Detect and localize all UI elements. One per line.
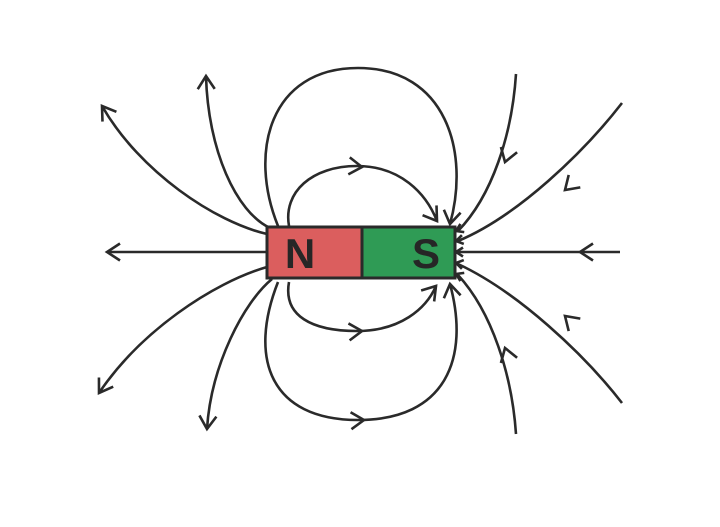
arrowhead-left-down-tip [198,414,218,432]
field-loop-top-outer [264,66,458,227]
field-line-right-upper-diagonal [457,102,624,243]
magnet-south-label: S [412,230,440,277]
arrowhead-top-inner-apex [347,156,365,176]
arrowhead-right-lower-diagonal-mid [563,314,581,332]
magnet-south-pole [360,225,457,280]
field-line-left-up [204,75,271,230]
arrowhead-bottom-outer-apex [349,411,367,431]
arrowhead-left-horizontal-tip [104,242,121,262]
magnet-north-label: N [285,230,315,277]
arrowhead-right-upper-diagonal-mid [563,174,581,192]
arrowhead-left-up-left-tip [100,104,117,122]
arrowhead-right-from-bottom-mid [499,345,518,364]
field-line-left-up-left [100,105,268,236]
field-loop-bottom-inner [286,281,438,333]
arrowhead-left-down-left-tip [97,377,114,395]
field-line-left-down [205,277,273,430]
field-line-right-from-top [457,73,518,232]
arrowhead-bottom-outer-end [442,281,462,299]
arrowhead-right-horizontal-mid [577,242,594,262]
arrowhead-top-inner-end [422,205,439,223]
field-line-right-lower-diagonal [457,262,624,404]
arrowhead-bottom-inner-apex [347,322,365,342]
magnet-north-pole [265,225,364,280]
arrowhead-top-outer-end [442,209,462,227]
field-loop-bottom-outer [264,281,458,422]
arrowhead-right-from-top-mid [499,146,518,165]
field-loop-top-inner [286,164,439,227]
field-line-right-from-bottom [457,274,518,435]
field-line-left-down-left [97,265,268,394]
arrowhead-left-up-tip [196,73,216,90]
arrowhead-bottom-inner-end [420,284,438,302]
